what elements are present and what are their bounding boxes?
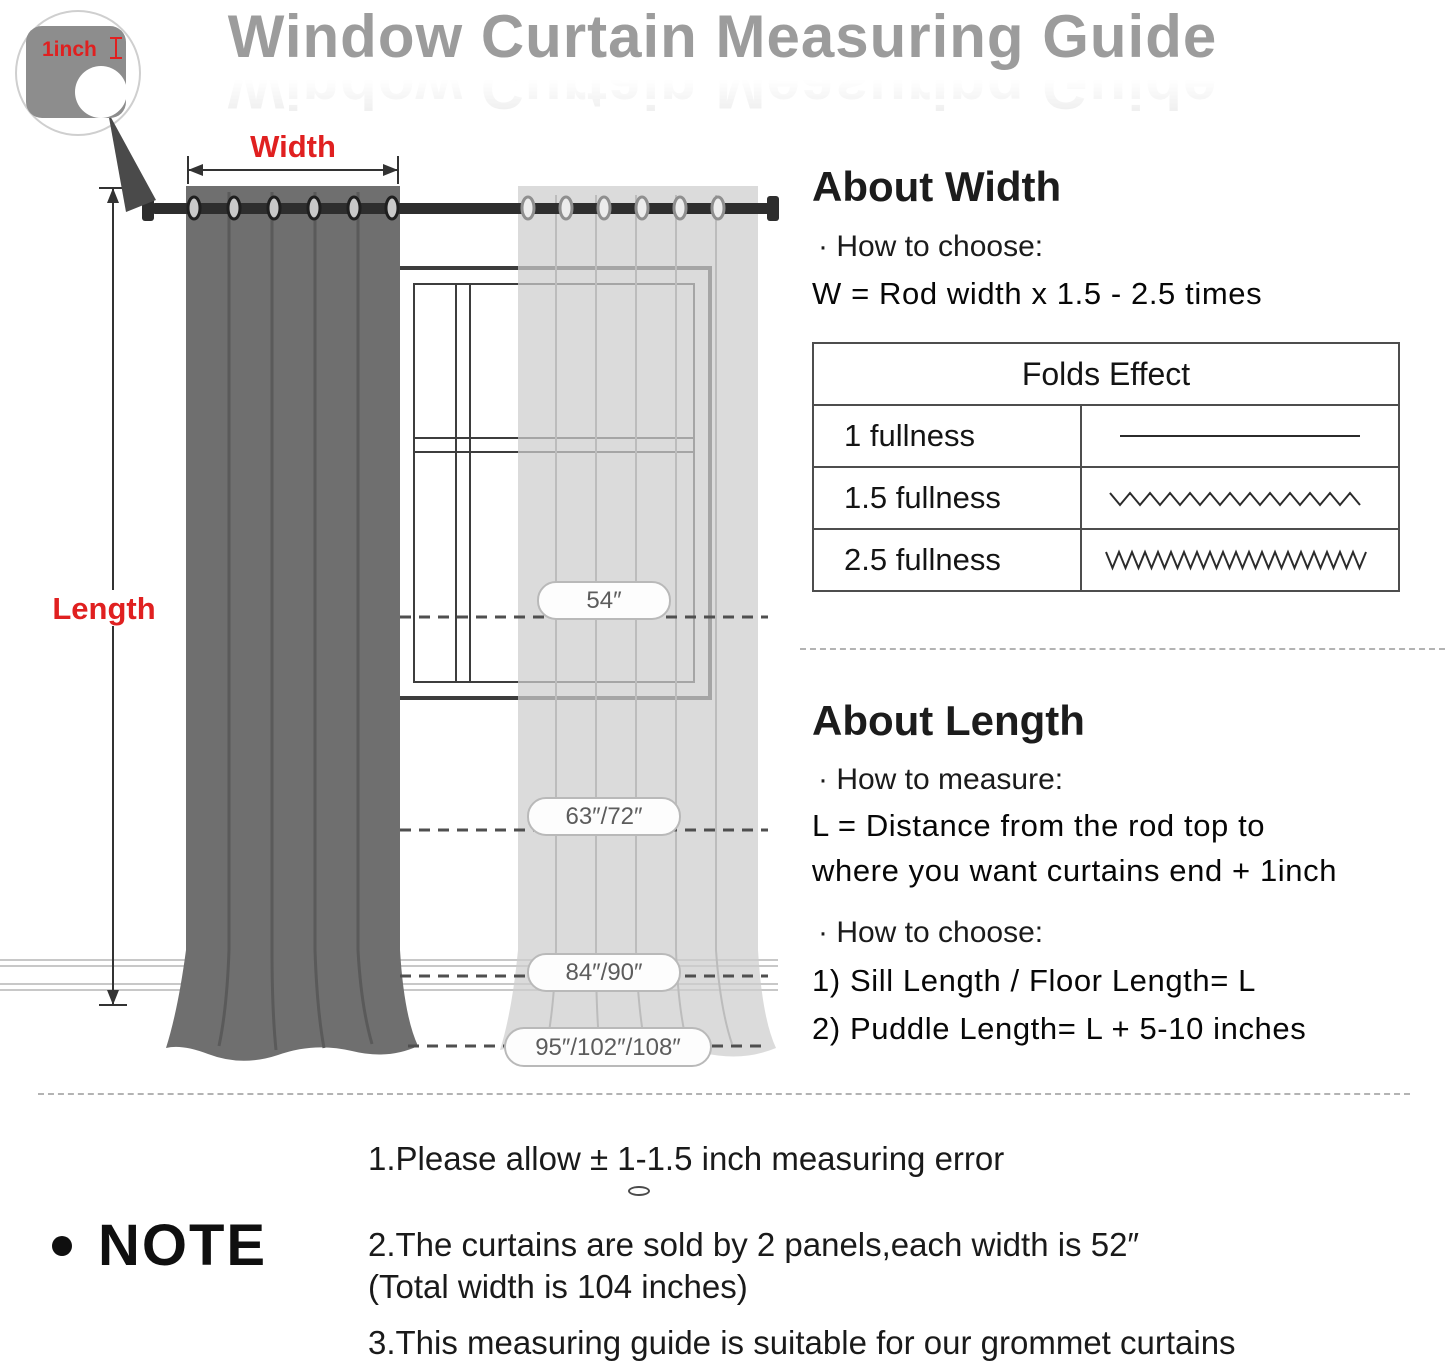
folds-table-header: Folds Effect (812, 342, 1400, 406)
length-how-to-measure: · How to measure: (818, 763, 1064, 796)
size-pill-63-72: 63″/72″ (565, 803, 643, 830)
length-option-1: 1) Sill Length / Floor Length= L (812, 963, 1256, 998)
page-title: Window Curtain Measuring Guide (227, 3, 1218, 70)
flat-wave-icon (1120, 435, 1360, 437)
fullness-2-5-wave-cell (1080, 528, 1400, 592)
folds-effect-table: Folds Effect 1 fullness 1.5 fullness 2.5… (812, 342, 1400, 592)
curtain-diagram: Width Length 54″ 63″/72″ 84″/90″ (0, 10, 779, 1067)
table-row: 1 fullness (812, 404, 1400, 468)
tape-measure: 1inch (15, 10, 156, 212)
tape-1inch-label: 1inch (42, 38, 97, 61)
fullness-1-label: 1 fullness (812, 404, 1082, 468)
table-row: 2.5 fullness (812, 528, 1400, 592)
length-formula-line1: L = Distance from the rod top to (812, 808, 1266, 843)
about-length-heading: About Length (812, 697, 1085, 744)
title-block: Window Curtain Measuring Guide Window Cu… (0, 2, 1445, 122)
grommets-light-curtain (520, 195, 726, 221)
tape-measure-pointer (108, 112, 156, 212)
note-item-2: 2.The curtains are sold by 2 panels,each… (368, 1226, 1140, 1263)
size-pill-95-102-108: 95″/102″/108″ (535, 1034, 681, 1061)
length-formula-line2: where you want curtains end + 1inch (812, 853, 1338, 888)
dense-wave-icon (1105, 549, 1367, 571)
table-row: 1.5 fullness (812, 466, 1400, 530)
size-pill-84-90: 84″/90″ (565, 959, 643, 986)
note-item-2b: (Total width is 104 inches) (368, 1268, 748, 1305)
curtain-light (500, 186, 776, 1062)
curtain-rod (142, 196, 779, 221)
bottom-divider (38, 1093, 1410, 1095)
note-heading: NOTE (98, 1213, 268, 1278)
note-item-3: 3.This measuring guide is suitable for o… (368, 1324, 1236, 1361)
length-measure: Length (52, 187, 156, 1006)
size-pill-54: 54″ (586, 587, 622, 614)
fullness-1-5-label: 1.5 fullness (812, 466, 1082, 530)
width-label: Width (250, 129, 336, 164)
note-heading-row: NOTE (52, 1212, 267, 1279)
bullet-dot-icon (52, 1235, 72, 1256)
length-how-to-choose: · How to choose: (818, 916, 1044, 949)
fullness-2-5-label: 2.5 fullness (812, 528, 1082, 592)
note-item-1: 1.Please allow ± 1-1.5 inch measuring er… (368, 1140, 1005, 1177)
measuring-error-ellipse-icon (628, 1186, 650, 1196)
about-width-heading: About Width (812, 163, 1062, 210)
width-how-to-choose: · How to choose: (818, 230, 1044, 263)
curtain-dark (166, 186, 418, 1061)
fullness-1-wave-cell (1080, 404, 1400, 468)
fullness-1-5-wave-cell (1080, 466, 1400, 530)
medium-wave-icon (1109, 491, 1361, 507)
size-pills: 54″ 63″/72″ 84″/90″ 95″/102″/108″ (504, 581, 712, 1067)
grommets-dark-curtain (186, 195, 400, 221)
length-label: Length (52, 591, 155, 626)
width-formula: W = Rod width x 1.5 - 2.5 times (812, 276, 1263, 311)
width-measure: Width (187, 129, 399, 184)
length-option-2: 2) Puddle Length= L + 5-10 inches (812, 1011, 1307, 1046)
right-column-divider (800, 648, 1445, 650)
